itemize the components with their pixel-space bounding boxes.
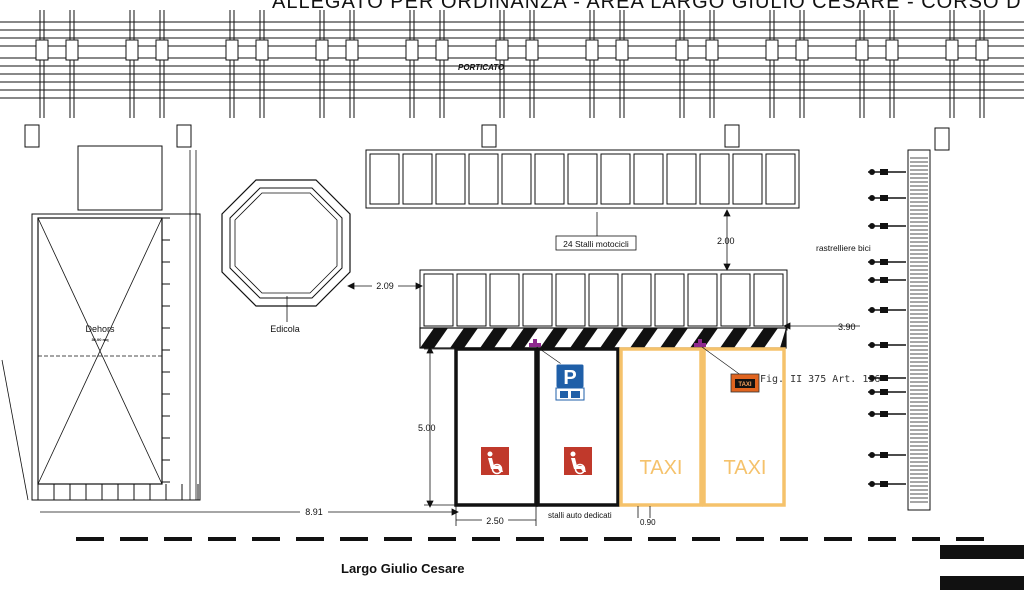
car-stalls: [454, 347, 786, 507]
left-edge-details: [1, 150, 197, 501]
dehors-label: Dehors: [85, 324, 115, 334]
moto-count-box: [555, 235, 637, 251]
dim-0-90: [637, 506, 651, 518]
sign-posts: [529, 339, 706, 347]
dim-5-00: [424, 346, 455, 508]
dim-8-91: [40, 508, 459, 516]
bike-racks: [868, 149, 931, 511]
moto-stalls-upper: [365, 149, 800, 209]
stall-taxi-2: [702, 347, 786, 507]
dim-2-09-label: 2.09: [376, 281, 394, 291]
stall-taxi-1: [619, 347, 703, 507]
dehors-area: [31, 145, 201, 501]
edicola-kiosk: [221, 179, 351, 307]
fig-reference: Fig. II 375 Art. 136: [760, 374, 880, 385]
dim-0-90-label: 0.90: [640, 518, 656, 527]
disabled-parking-icon: [564, 447, 592, 475]
dim-2-00-label: 2.00: [717, 236, 735, 246]
plan-title: ALLEGATO PER ORDINANZA - AREA LARGO GIUL…: [272, 0, 1024, 13]
parking-sign-letter: P: [563, 367, 576, 389]
dim-2-00: [723, 209, 731, 271]
dim-5-00-label: 5.00: [418, 423, 436, 433]
porticato-grid: [0, 10, 1024, 118]
parking-sign: P: [555, 363, 585, 401]
hatched-barrier: [419, 327, 787, 349]
dehors-area-label: 30,00 mq: [91, 337, 109, 342]
stall-disabled-1: [454, 347, 538, 507]
car-stalls-label: stalli auto dedicati: [548, 511, 612, 520]
stall-disabled-2: [536, 347, 620, 507]
taxi-sign-label: TAXI: [738, 382, 752, 388]
bike-racks-label: rastrelliere bici: [816, 243, 871, 253]
road-dashes: [76, 537, 984, 541]
dim-3-90-label: 3.90: [838, 322, 856, 332]
taxi-marking-2: TAXI: [724, 457, 767, 479]
taxi-marking-1: TAXI: [640, 457, 683, 479]
moto-count-label: 24 Stalli motocicli: [563, 239, 629, 249]
moto-stalls-lower: [419, 269, 788, 331]
dim-8-91-label: 8.91: [305, 507, 323, 517]
disabled-parking-icon: [481, 447, 509, 475]
porticato-label: PORTICATO: [458, 63, 505, 72]
dim-2-50-label: 2.50: [486, 516, 504, 526]
pillars: [24, 124, 950, 151]
crosswalk-stripes: [940, 545, 1024, 590]
street-name: Largo Giulio Cesare: [341, 561, 465, 576]
edicola-label: Edicola: [270, 324, 300, 334]
dim-3-90: [783, 322, 860, 330]
taxi-sign: TAXI: [730, 373, 760, 393]
